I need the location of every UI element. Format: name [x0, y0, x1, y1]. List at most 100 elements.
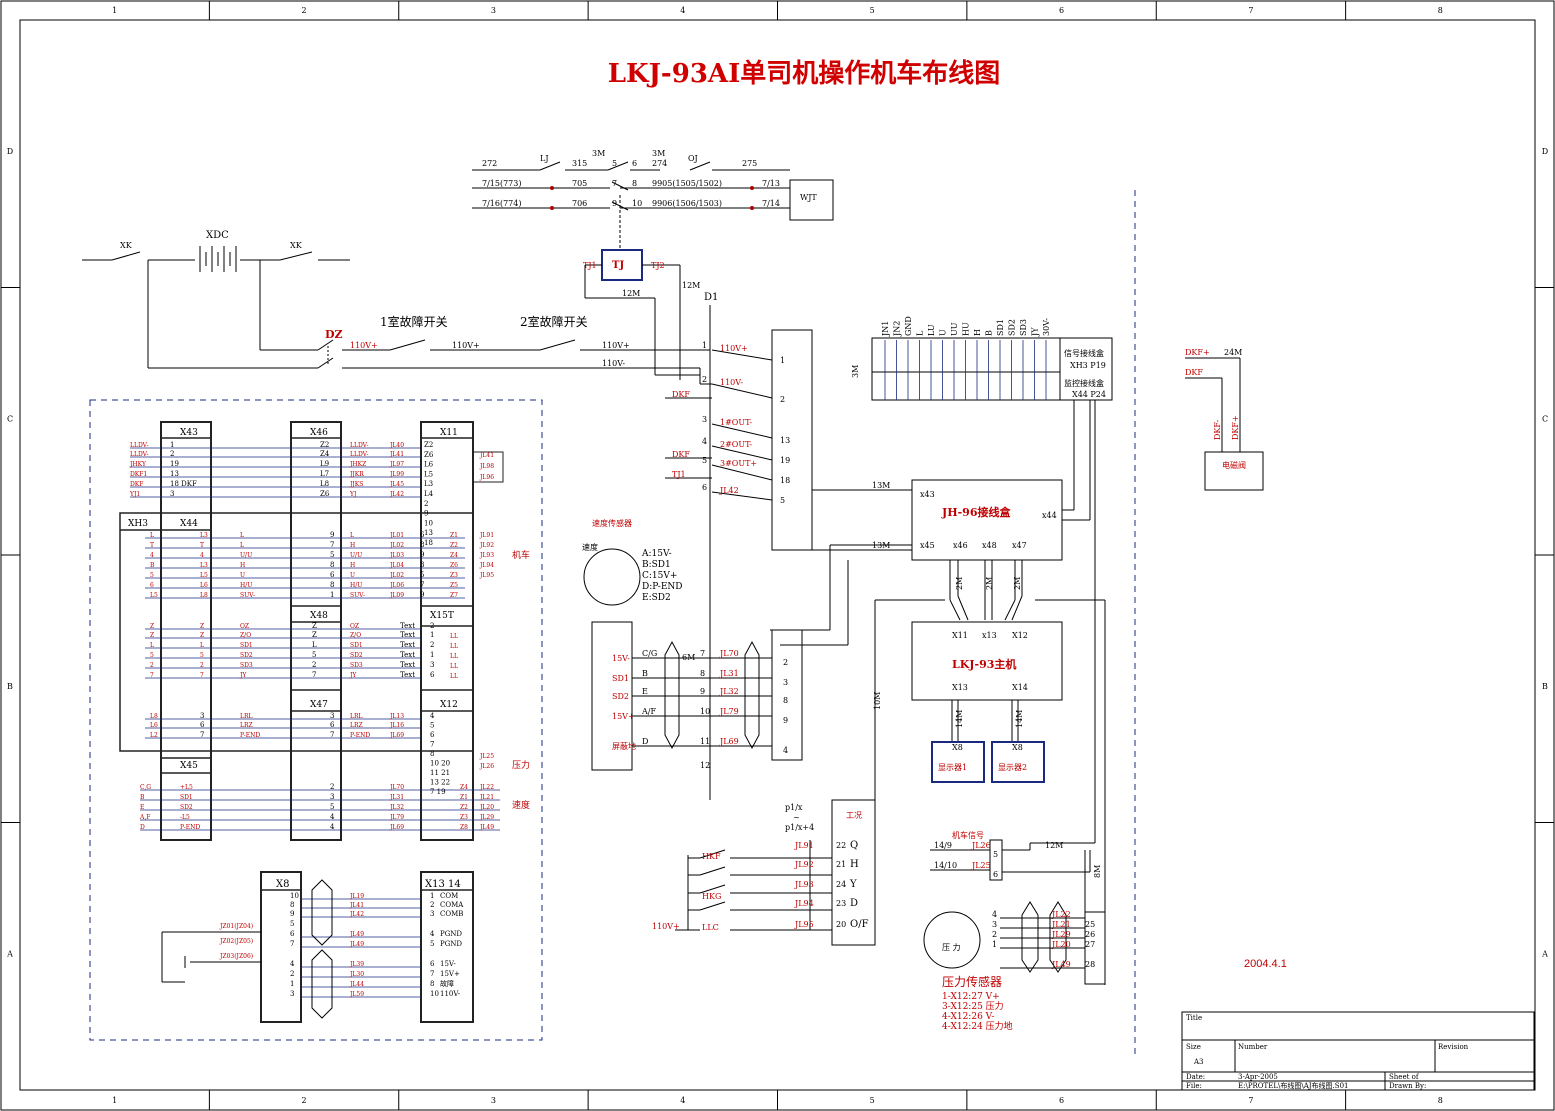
page-title: LKJ-93AI单司机操作机车布线图 — [608, 58, 1001, 89]
x48-title: X48 — [310, 611, 328, 621]
speed-mid-3: A/F — [641, 707, 656, 716]
x11-row-10: 18 — [424, 539, 433, 547]
speed-mid-4: D — [642, 737, 648, 746]
valve-in-dkf-plus: DKF+ — [1185, 348, 1210, 357]
x45-n-3: 4 — [330, 813, 335, 821]
conn-pin-15: 30V- — [1042, 318, 1051, 336]
conn-pin-7: UU — [950, 322, 959, 336]
d1-wire-4: 2#OUT- — [720, 440, 752, 449]
host-port-x11: X11 — [952, 631, 968, 640]
sig-name-0: L — [240, 532, 244, 539]
conn-pin-13: SD3 — [1019, 319, 1028, 336]
x45-rj-1: JL21 — [479, 794, 494, 801]
wire-275: 275 — [742, 159, 757, 168]
tj-label-2: TJ1 — [672, 470, 686, 479]
speed-left-2: SD2 — [612, 692, 629, 701]
wire-oj: OJ — [688, 154, 698, 163]
press-jl-0: JL22 — [1051, 910, 1071, 919]
speed-num-1: 8 — [700, 669, 705, 678]
d1-wire-3: 1#OUT- — [720, 418, 752, 427]
x44-row-label: 监控接线盒 — [1064, 378, 1104, 388]
frame-row-right-C: C — [1542, 414, 1548, 423]
d1-num-6: 6 — [702, 483, 707, 492]
lower-num-0: 3 — [200, 712, 204, 720]
wire-8: 8 — [632, 179, 637, 188]
tb-date: Date: — [1186, 1073, 1205, 1081]
frame-row-left-A: A — [6, 949, 13, 958]
frame-col-top-2: 2 — [302, 6, 307, 15]
x11-row-7: 9 — [424, 510, 428, 518]
cond-num-4: 20 — [836, 920, 846, 929]
x13-sig-0: COM — [440, 892, 458, 900]
x43-left-1: LLDV- — [130, 451, 148, 458]
xh3-row-3: B — [150, 562, 155, 569]
x48-row-0: Z — [312, 622, 317, 630]
wire-706: 706 — [572, 199, 587, 208]
x48-row-4: 2 — [312, 661, 316, 669]
x8-jl-1: JL41 — [349, 902, 364, 909]
x11b-jl-5: JL06 — [389, 582, 404, 589]
frame-col-top-4: 4 — [680, 6, 685, 15]
x43-row-2: 19 — [170, 460, 179, 468]
x11b-n-6: 9 — [420, 591, 424, 599]
x11-title: X11 — [440, 428, 458, 438]
x45-r-3: Z3 — [460, 814, 468, 821]
press-num-0: 25 — [1085, 920, 1095, 929]
x48-mid-4: 2 — [200, 662, 204, 669]
tj-label: TJ — [612, 260, 624, 271]
loco-signal-block — [923, 400, 1106, 985]
x45-r-4: Z8 — [460, 824, 468, 831]
cond-sig-3: D — [850, 898, 858, 909]
frame-row-left-C: C — [7, 414, 13, 423]
x11b-r-2: Z4 — [450, 552, 458, 559]
v1-label: 110V+ — [350, 341, 378, 350]
x11-row-1: Z6 — [424, 451, 434, 459]
d1-wire-1: 110V+ — [720, 344, 748, 353]
x1314-title: X13 14 — [425, 879, 461, 890]
x46b-num-1: 7 — [330, 541, 334, 549]
speed-mid-0: C/G — [642, 649, 657, 658]
tag-pressure: 压力 — [512, 759, 530, 771]
x45-n-0: 2 — [330, 783, 334, 791]
speed-right-4: 4 — [783, 746, 788, 755]
speed-mid-1: B — [642, 669, 648, 678]
x46-jl-2: JHKZ — [349, 461, 366, 468]
wire-10: 10 — [632, 199, 642, 208]
x46-row-3: L7 — [320, 470, 329, 478]
speed-jl-4: JL69 — [719, 737, 739, 746]
x8-jl-7: JL44 — [349, 981, 364, 988]
x8-jl-0: JL19 — [349, 893, 364, 900]
sig-name-3: H — [240, 562, 245, 569]
speed-left-0: 15V- — [612, 654, 630, 663]
xh3-row-label: 信号接线盒 — [1064, 348, 1104, 358]
d1-pin-1: 1 — [780, 356, 785, 365]
frame-col-bottom-5: 5 — [870, 1096, 875, 1105]
x45-rj-3: JL29 — [479, 814, 494, 821]
x43-row-3: 13 — [170, 470, 179, 478]
conn-pin-2: JN2 — [893, 321, 902, 337]
x13-num-4: 5 — [430, 940, 434, 948]
x13-num-6: 7 — [430, 970, 434, 978]
x45-row-2: E — [140, 804, 144, 811]
switch-1-label: 1室故障开关 — [380, 314, 448, 329]
x15-row-5: 6 — [430, 671, 435, 679]
d1-num-4: 4 — [702, 437, 707, 446]
wire-7: 7 — [612, 179, 617, 188]
x11-jl-0: JL40 — [389, 442, 404, 449]
x44-row-0: L3 — [200, 532, 208, 539]
valve-title: 电磁阀 — [1222, 460, 1246, 470]
x13-num-1: 2 — [430, 901, 434, 909]
x48-mid-3: 5 — [200, 652, 204, 659]
d1-wire-2: 110V- — [720, 378, 743, 387]
mid-sig-r-0: OZ — [350, 623, 359, 630]
wjt-label: WJT — [800, 193, 817, 202]
wire-7-16: 7/16(774) — [482, 199, 521, 208]
display1-x8: X8 — [952, 743, 963, 752]
speed-num-4: 11 — [700, 737, 710, 746]
conn-pin-14: JY — [1031, 327, 1040, 337]
x11-row-9: 13 — [424, 529, 433, 537]
d1-label: D1 — [704, 292, 718, 303]
x15-r-4: LL — [450, 673, 458, 680]
